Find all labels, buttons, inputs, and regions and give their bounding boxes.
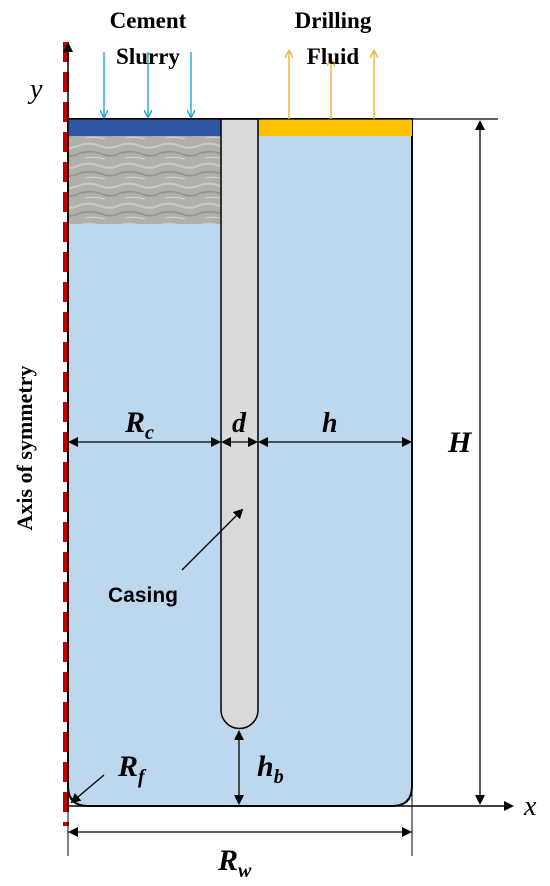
h-label: h bbox=[322, 408, 338, 439]
cement-label-line2: Slurry bbox=[116, 44, 180, 69]
casing-label: Casing bbox=[108, 584, 178, 607]
y-axis-label: y bbox=[27, 74, 43, 105]
d-label: d bbox=[232, 408, 247, 439]
cement-slurry-arrows bbox=[104, 52, 191, 116]
rw-label: Rw bbox=[217, 844, 252, 882]
axis-of-symmetry-label: Axis of symmetry bbox=[12, 366, 37, 531]
rc-label: Rc bbox=[124, 406, 154, 444]
casing bbox=[220, 118, 259, 730]
hb-label: hb bbox=[257, 750, 284, 788]
x-axis-label: x bbox=[523, 791, 537, 822]
drilling-fluid-arrows bbox=[289, 52, 374, 119]
cement-label-line1: Cement bbox=[110, 8, 187, 33]
rf-label: Rf bbox=[117, 750, 147, 788]
cement-region bbox=[69, 136, 221, 224]
rf-pointer-arrow bbox=[70, 774, 105, 804]
drilling-label-line2: Fluid bbox=[307, 44, 360, 69]
cement-slurry-inlet-bar bbox=[68, 119, 221, 136]
casing-pointer-arrow bbox=[181, 508, 244, 571]
H-label: H bbox=[447, 426, 473, 459]
drilling-fluid-outlet-bar bbox=[258, 119, 412, 136]
drilling-label-line1: Drilling bbox=[295, 8, 372, 33]
